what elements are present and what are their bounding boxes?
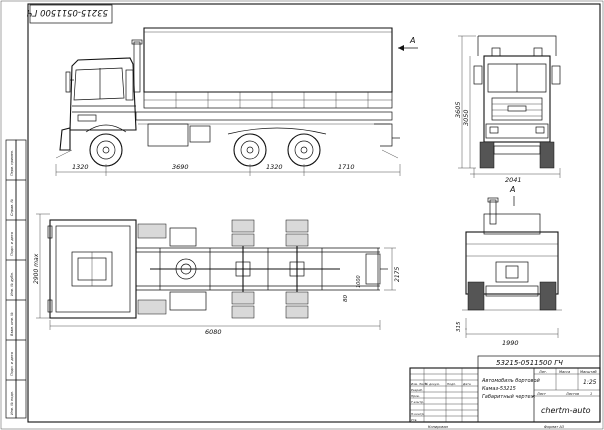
rear-wheel-1 <box>233 133 267 167</box>
tb-row-5: Разраб. <box>411 388 423 392</box>
side-view: 1320 3690 1320 1710 <box>55 27 401 176</box>
stamp-text-4: Инв. № дубл. <box>10 272 14 296</box>
tb-row-9: Утв. <box>411 418 417 422</box>
stamp-text-2: Подп. и дата <box>10 352 14 376</box>
tb-name-1: Автомобиль бортовой <box>481 378 541 384</box>
side-dimensions: 1320 3690 1320 1710 <box>55 163 401 176</box>
stamp-text-6: Справ. № <box>10 199 14 216</box>
dim-front-body: 3050 <box>462 109 470 126</box>
dim-side-2: 3690 <box>172 163 189 171</box>
tb-mass: Масса <box>559 370 570 374</box>
format-label: Формат А3 <box>544 425 564 429</box>
view-marker-rear: A <box>509 185 515 194</box>
stamp-text-7: Перв. примен. <box>10 150 14 176</box>
left-stamp: Инв. № подл. Подп. и дата Взам. инв. № И… <box>5 139 27 419</box>
view-arrow-a: A <box>398 36 418 51</box>
dim-plan-small: 80 <box>343 295 349 302</box>
dim-plan-track: 2175 <box>394 267 401 282</box>
tb-sheet: Лист <box>536 392 547 396</box>
dim-front-total: 3605 <box>454 101 462 118</box>
title-block: 53215-0511500 ГЧ Изм. Лист № докум. Подп… <box>409 355 601 429</box>
tb-row-4: Дата <box>462 382 471 386</box>
rear-wheel-2 <box>287 133 321 167</box>
tb-name-3: Габаритный чертеж <box>482 394 536 400</box>
code-box: 53215-0511500 ГЧ <box>27 4 113 24</box>
front-wheel <box>85 124 127 167</box>
stamp-text-3: Взам. инв. № <box>10 312 14 336</box>
inner-frame <box>27 3 601 423</box>
drawing-code-rotated: 53215-0511500 ГЧ <box>27 7 108 17</box>
tb-sheets: Листов <box>565 392 579 396</box>
dim-plan-width: 2900 max <box>33 253 40 284</box>
tb-row-3: Подп. <box>447 382 456 386</box>
plan-view: 6080 2900 max 2175 80 1000 <box>33 213 401 336</box>
tb-row-1: Изм. Лист <box>411 382 427 386</box>
rear-view: A 1990 315 <box>456 185 562 347</box>
tb-scale-head: Масштаб <box>580 370 597 374</box>
tb-row-8: Н.контр. <box>411 412 424 416</box>
front-grille <box>491 97 543 121</box>
stamp-text-1: Инв. № подл. <box>10 391 14 415</box>
dim-side-3: 1320 <box>266 163 283 171</box>
copied-label: Копировал <box>428 425 449 429</box>
logo-text: chertm-auto <box>541 406 591 415</box>
tb-sheets-value: 1 <box>590 392 592 396</box>
dim-plan-side: 1000 <box>356 275 362 288</box>
title-grid <box>410 368 479 422</box>
tb-row-7: Т.контр. <box>411 400 424 404</box>
dim-plan-length: 6080 <box>205 328 222 336</box>
dim-rear-width: 1990 <box>502 339 519 347</box>
stamp-text-5: Подп. и дата <box>10 232 14 256</box>
dim-front-width: 2041 <box>505 176 522 184</box>
plan-dimensions: 6080 2900 max 2175 80 1000 <box>33 213 401 336</box>
drawing-code-top: 53215-0511500 ГЧ <box>496 359 563 367</box>
tb-scale-value: 1:25 <box>583 379 597 386</box>
front-view: 2041 3605 3050 <box>454 35 561 184</box>
rear-tires-top <box>231 219 309 319</box>
tb-row-2: № докум. <box>424 382 440 386</box>
rear-dimensions: 1990 315 <box>456 318 559 347</box>
dim-side-1: 1320 <box>72 163 89 171</box>
front-dimensions: 2041 3605 3050 <box>454 35 561 184</box>
dim-side-4: 1710 <box>338 163 355 171</box>
tb-name-2: Камаз-53215 <box>482 386 516 392</box>
view-marker-top: A <box>409 36 415 45</box>
tb-row-6: Пров. <box>411 394 420 398</box>
tb-lit: Лит. <box>538 370 547 374</box>
dim-rear-height: 315 <box>456 321 462 332</box>
